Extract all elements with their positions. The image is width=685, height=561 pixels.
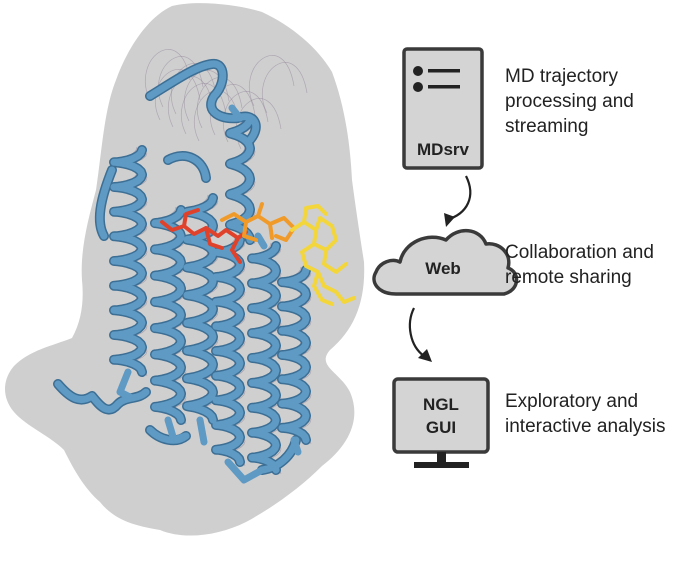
client-label-line-2: GUI <box>426 418 456 437</box>
helix-tube <box>96 166 116 240</box>
trajectory-trace <box>249 55 295 107</box>
loop-tube <box>164 416 190 444</box>
server-slot <box>428 69 460 73</box>
loop-tube <box>228 104 244 122</box>
server-caption-line: MD trajectory <box>505 66 618 87</box>
server-caption-line: streaming <box>505 116 589 137</box>
trajectory-trace <box>155 69 201 121</box>
server-led <box>413 82 423 92</box>
server-caption: MD trajectory processing and streaming <box>505 64 634 139</box>
arrow-web-to-client <box>408 307 425 357</box>
ligand-stick-yellow <box>290 204 356 306</box>
loop-tube <box>224 458 266 484</box>
trajectory-trace <box>181 83 227 135</box>
client-caption-line: Exploratory and <box>505 391 639 412</box>
monitor-screen <box>392 377 490 454</box>
server-slot <box>428 85 460 89</box>
server-icon-body <box>402 47 484 170</box>
loop-tube <box>254 232 268 250</box>
web-label: Web <box>425 259 461 278</box>
trajectory-trace <box>194 90 240 142</box>
arrow-server-to-web <box>445 175 472 222</box>
web-caption: Collaboration and remote sharing <box>505 240 654 290</box>
server-caption-line: processing and <box>505 91 634 112</box>
cloud-icon: Web <box>372 229 519 296</box>
protein-cartoon <box>53 59 311 484</box>
monitor-neck <box>437 452 446 464</box>
loop-tube <box>116 368 136 402</box>
ligand-sticks <box>160 202 356 306</box>
web-caption-line: remote sharing <box>505 267 632 288</box>
client-caption-line: interactive analysis <box>505 416 666 437</box>
arrowhead <box>444 213 455 227</box>
ligand-stick-orange <box>220 202 296 242</box>
curved-arrow-icon <box>408 175 472 362</box>
monitor-icon: NGL GUI <box>392 377 490 468</box>
loop-tube <box>196 416 208 446</box>
server-label: MDsrv <box>417 140 470 159</box>
helix-tube <box>226 114 254 244</box>
trajectory-trace <box>262 62 308 114</box>
trajectory-trace <box>223 91 269 143</box>
helix-tube <box>248 242 280 474</box>
client-caption: Exploratory and interactive analysis <box>505 389 666 439</box>
helix-tube <box>110 146 146 376</box>
helix-tube <box>151 206 185 424</box>
cloud-outline <box>372 229 519 296</box>
web-caption-line: Collaboration and <box>505 242 654 263</box>
monitor-stand <box>414 462 469 468</box>
server-led <box>413 66 423 76</box>
helix-tube <box>183 194 217 424</box>
helix-tube <box>212 236 244 466</box>
helix-tube <box>278 266 310 444</box>
trajectory-trace <box>171 63 217 115</box>
ligand-stick-red <box>160 208 248 264</box>
trajectory-trace <box>197 77 243 129</box>
client-label-line-1: NGL <box>423 395 459 414</box>
loop-tube <box>290 436 302 456</box>
trajectory-trace <box>145 49 191 101</box>
arrowhead <box>418 349 432 362</box>
helix-tube <box>164 152 210 182</box>
server-icon: MDsrv <box>402 47 484 170</box>
